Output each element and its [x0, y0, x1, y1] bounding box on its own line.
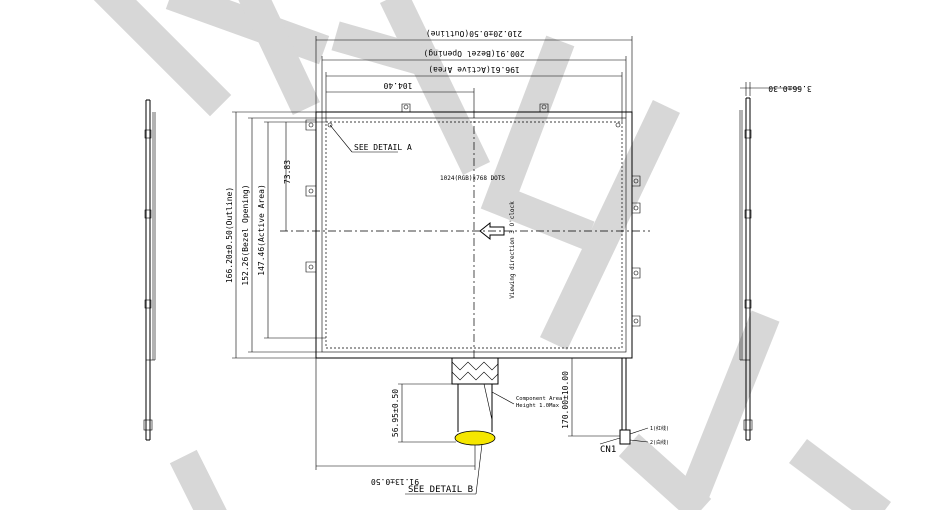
component-area-label: Component Area — [516, 396, 562, 402]
cable-length-label: 170.00±10.00 — [561, 371, 570, 429]
thickness-label: 3.66±0.30 — [768, 84, 812, 93]
bezel-height-label: 152.26(Bezel Opening) — [241, 184, 250, 285]
center-offset-y-label: 73.83 — [283, 160, 292, 184]
left-dimensions — [232, 111, 326, 359]
left-side-view — [143, 99, 156, 441]
detail-a-leader — [329, 124, 353, 153]
fpc-offset-label: 91.13±0.50 — [371, 477, 419, 486]
outline-width-label: 210.20±0.50(Outline) — [426, 29, 522, 38]
wire-1-label: 1(红线) — [650, 425, 669, 432]
viewing-direction-arrow — [479, 221, 505, 241]
fpc-cable — [315, 357, 515, 470]
active-width-label: 196.61(Active Area) — [428, 65, 520, 74]
center-offset-x-label: 104.40 — [383, 81, 412, 90]
top-dimensions — [315, 36, 633, 122]
resolution-label: 1024(RGB)×768 DOTS — [440, 175, 505, 182]
active-height-label: 147.46(Active Area) — [257, 184, 266, 276]
cn1-label: CN1 — [600, 445, 616, 455]
see-detail-b-label: SEE DETAIL B — [408, 485, 473, 495]
cn1-connector — [619, 429, 631, 445]
viewing-direction-label: Viewing direction 3 O'clock — [509, 201, 516, 299]
fpc-length-label: 56.95±0.50 — [391, 389, 400, 437]
outline-height-label: 166.20±0.50(Outline) — [225, 187, 234, 283]
wire-cable — [568, 358, 649, 445]
component-height-label: Height 1.0Max — [516, 403, 560, 409]
bezel-width-label: 200.91(Bezel Opening) — [423, 49, 524, 58]
right-side-view — [739, 82, 800, 441]
detail-b-marker — [454, 430, 496, 446]
fpc-component-area — [451, 357, 499, 385]
see-detail-a-label: SEE DETAIL A — [354, 143, 412, 152]
detail-b-leader — [475, 443, 483, 495]
panel-front-view — [280, 103, 650, 360]
watermark-strokes — [93, 0, 891, 510]
wire-2-label: 2(白线) — [650, 439, 669, 446]
